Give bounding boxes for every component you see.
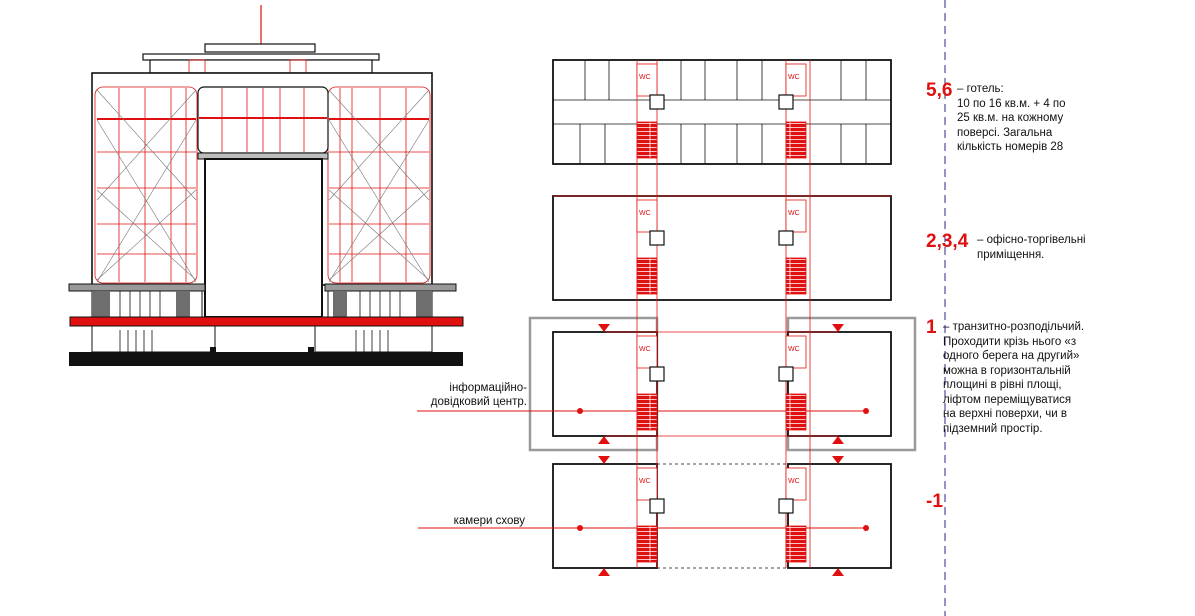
- level-desc-office: – офісно-торгівельні приміщення.: [977, 233, 1137, 262]
- wc-room: [785, 63, 807, 97]
- right-glazing: [327, 86, 431, 284]
- level-dash-hotel: –: [957, 83, 967, 95]
- staircase: [636, 257, 658, 295]
- wc-room: [636, 335, 658, 369]
- level-text-transit: транзитно-розподільчий. Проходити крізь …: [943, 321, 1085, 435]
- cores: WC WC WC WC WC WC WC WC: [636, 63, 807, 563]
- level-label-transit: 1: [926, 317, 937, 338]
- ground-line: [69, 352, 463, 366]
- lift-shaft: [778, 230, 794, 246]
- right-colonnade: [327, 290, 433, 318]
- staircase: [785, 257, 807, 295]
- lift-shaft: [778, 498, 794, 514]
- wc-label: WC: [788, 210, 800, 217]
- level-dash-office: –: [977, 234, 987, 246]
- level-label-office: 2,3,4: [926, 231, 969, 252]
- plaza-slab: [69, 316, 464, 327]
- wc-label: WC: [788, 74, 800, 81]
- callout-storage-leader: [418, 527, 580, 529]
- level-dash-transit: –: [943, 321, 953, 333]
- lift-shaft: [649, 498, 665, 514]
- wc-label: WC: [788, 346, 800, 353]
- staircase: [636, 393, 658, 431]
- wc-label: WC: [639, 210, 651, 217]
- level-desc-hotel: – готель: 10 по 16 кв.м. + 4 по 25 кв.м.…: [957, 82, 1137, 155]
- callout-storage: камери схову: [453, 515, 525, 527]
- boundary-line: [944, 0, 946, 616]
- wc-room: [636, 467, 658, 501]
- wc-label: WC: [639, 478, 651, 485]
- staircase: [636, 525, 658, 563]
- lift-shaft: [778, 94, 794, 110]
- facade-elevation: [68, 5, 464, 366]
- wc-label: WC: [639, 74, 651, 81]
- floor-plans: WC WC WC WC WC WC WC WC: [528, 59, 917, 576]
- level-desc-transit: – транзитно-розподільчий. Проходити кріз…: [943, 320, 1123, 436]
- plan-hotel: [552, 59, 892, 165]
- left-glazing: [94, 86, 198, 284]
- wc-label: WC: [639, 346, 651, 353]
- level-label-hotel: 5,6: [926, 80, 953, 101]
- level-text-office: офісно-торгівельні приміщення.: [977, 234, 1086, 261]
- central-glazing: [197, 86, 329, 154]
- lift-shaft: [649, 366, 665, 382]
- staircase: [785, 525, 807, 563]
- wc-room: [636, 63, 658, 97]
- plan-transit: [528, 316, 917, 452]
- wc-label: WC: [788, 478, 800, 485]
- plan-underground: [552, 456, 892, 576]
- lift-shaft: [778, 366, 794, 382]
- callout-info-center-leader: [417, 410, 580, 412]
- level-label-underground: -1: [926, 491, 943, 512]
- plan-office: [552, 195, 892, 301]
- staircase: [785, 121, 807, 159]
- wc-room: [636, 199, 658, 233]
- wc-room: [785, 467, 807, 501]
- wc-room: [785, 199, 807, 233]
- left-colonnade: [91, 290, 203, 318]
- level-text-hotel: готель: 10 по 16 кв.м. + 4 по 25 кв.м. н…: [957, 83, 1066, 153]
- lift-shaft: [649, 94, 665, 110]
- wc-room: [785, 335, 807, 369]
- staircase: [636, 121, 658, 159]
- staircase: [785, 393, 807, 431]
- callout-info-center: інформаційно- довідковий центр.: [430, 382, 527, 408]
- lift-shaft: [649, 230, 665, 246]
- underground-level: [91, 325, 433, 353]
